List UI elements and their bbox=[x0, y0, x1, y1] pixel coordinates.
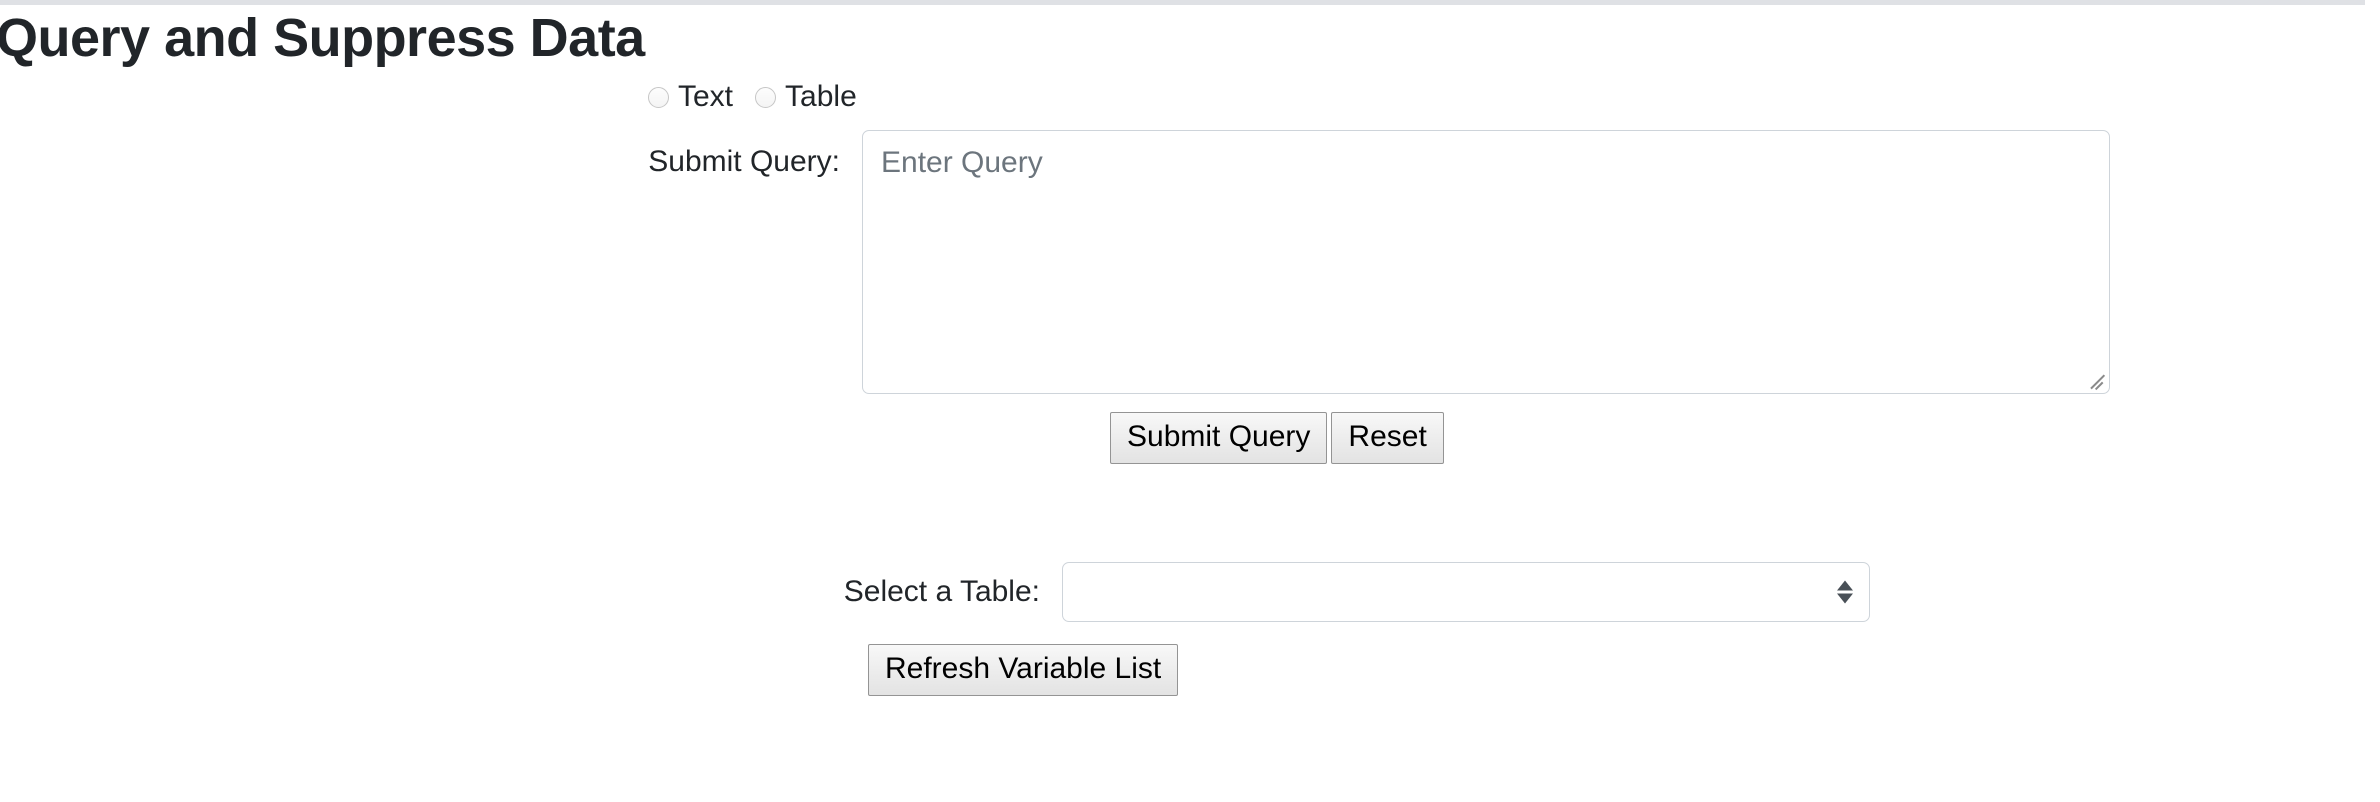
query-textarea-wrapper bbox=[862, 130, 2110, 394]
table-select[interactable] bbox=[1062, 562, 1870, 622]
radio-label-table: Table bbox=[785, 80, 857, 113]
select-table-label: Select a Table: bbox=[843, 575, 1040, 608]
refresh-button-row: Refresh Variable List bbox=[0, 644, 2380, 696]
submit-query-button[interactable]: Submit Query bbox=[1110, 412, 1328, 464]
output-format-radio-group: Text Table bbox=[0, 80, 2380, 114]
page-container: Query and Suppress Data Text Table Submi… bbox=[0, 5, 2380, 696]
page-title: Query and Suppress Data bbox=[0, 8, 645, 68]
radio-circle-icon[interactable] bbox=[648, 86, 669, 108]
horizontal-scrollbar-track[interactable] bbox=[0, 0, 2365, 5]
query-input[interactable] bbox=[862, 130, 2110, 394]
query-buttons-row: Submit Query Reset bbox=[0, 412, 2380, 464]
radio-option-text[interactable]: Text bbox=[648, 80, 733, 114]
reset-button[interactable]: Reset bbox=[1331, 412, 1444, 464]
table-select-wrapper bbox=[1062, 562, 1870, 622]
submit-query-label: Submit Query: bbox=[648, 145, 840, 178]
radio-circle-icon[interactable] bbox=[755, 86, 777, 108]
query-form-row: Submit Query: bbox=[0, 130, 2380, 394]
table-select-row: Select a Table: bbox=[0, 562, 2380, 622]
radio-option-table[interactable]: Table bbox=[755, 80, 857, 114]
refresh-variable-list-button[interactable]: Refresh Variable List bbox=[868, 644, 1179, 696]
radio-label-text: Text bbox=[678, 80, 734, 113]
